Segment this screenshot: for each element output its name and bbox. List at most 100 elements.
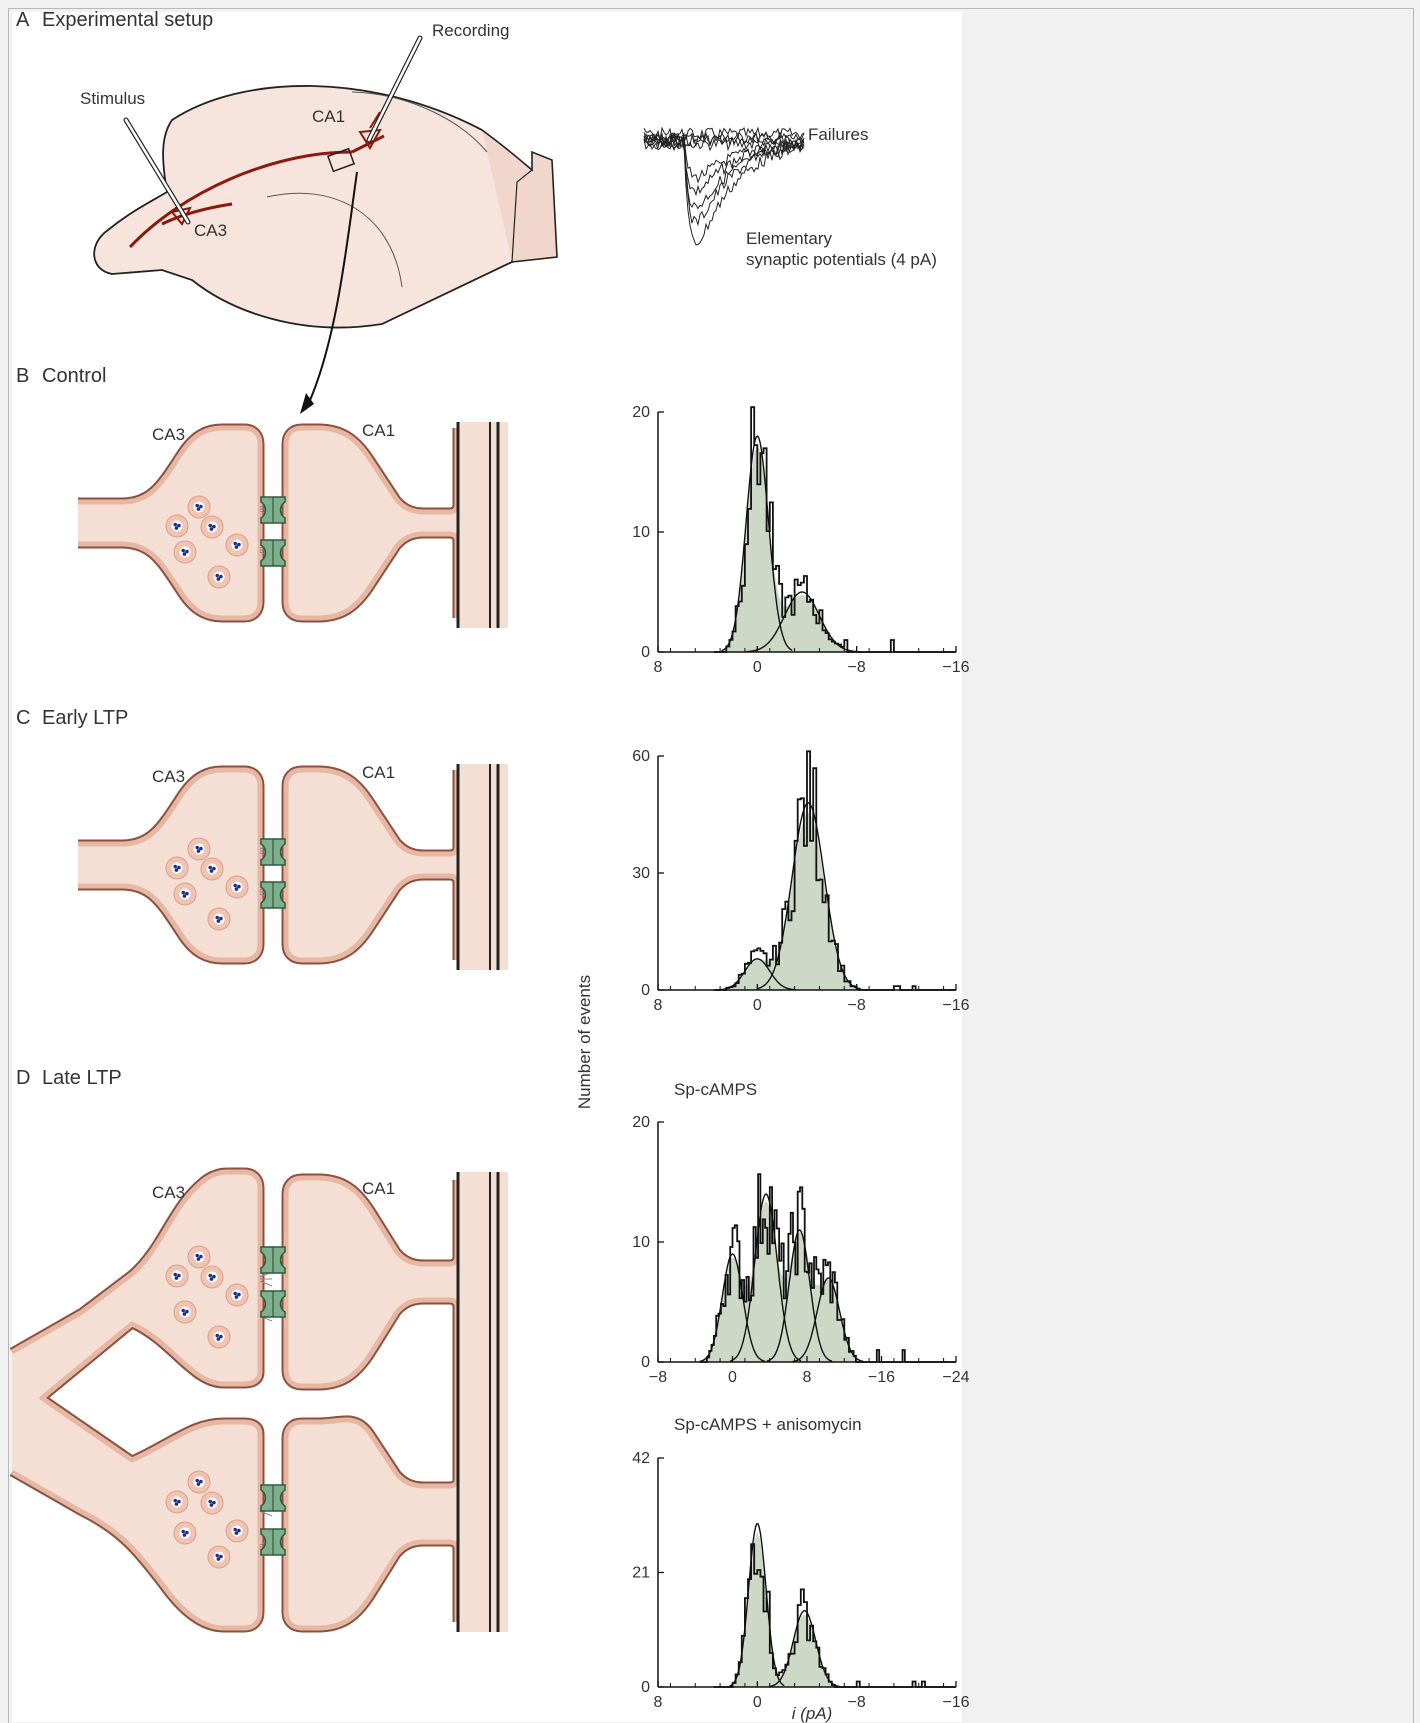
histogram-fill (713, 1531, 956, 1687)
ca1-label: CA1 (362, 763, 395, 782)
histogram-fill (699, 1201, 956, 1362)
postsynaptic-spine (281, 422, 508, 628)
x-tick-label: 0 (753, 659, 762, 676)
vesicle (207, 907, 231, 931)
panel-c-title: Early LTP (42, 707, 128, 729)
vesicle (187, 1470, 211, 1494)
ca3-label: CA3 (152, 767, 185, 786)
failures-label: Failures (808, 125, 868, 144)
epsc-traces (643, 126, 805, 246)
vesicle (225, 533, 249, 557)
gaussian-fit-curve (721, 435, 793, 652)
vesicle (225, 875, 249, 899)
stimulus-label: Stimulus (80, 89, 145, 108)
y-axis-label: Number of events (575, 975, 594, 1109)
x-tick-label: −8 (848, 659, 866, 676)
vesicle (207, 1545, 231, 1569)
panel-a: A Experimental setup Stimulus Recording … (16, 9, 937, 414)
vesicle (187, 495, 211, 519)
y-tick-label: 20 (632, 1114, 650, 1131)
x-tick-label: 0 (753, 1694, 762, 1711)
receptor-icon (260, 1528, 286, 1556)
postsynaptic-spine (281, 764, 508, 970)
panel-d: D Late LTP (9, 1067, 508, 1633)
ca1-label-slice: CA1 (312, 107, 345, 126)
histogram-title: Sp-cAMPS (674, 1080, 757, 1099)
vesicle (187, 1245, 211, 1269)
receptor-icon (260, 1246, 286, 1274)
vesicle (173, 1521, 197, 1545)
y-tick-label: 42 (632, 1450, 650, 1467)
figure-canvas: A Experimental setup Stimulus Recording … (9, 9, 970, 1723)
panel-c-letter: C (16, 707, 30, 729)
y-tick-label: 0 (641, 1354, 650, 1371)
x-tick-label: −16 (942, 659, 969, 676)
y-tick-label: 0 (641, 982, 650, 999)
panel-c: C Early LTP CA3 (16, 707, 508, 970)
y-tick-label: 20 (632, 404, 650, 421)
receptor-icon (260, 1290, 286, 1318)
x-tick-label: −8 (848, 1694, 866, 1711)
y-tick-label: 0 (641, 1679, 650, 1696)
ca1-label: CA1 (362, 1179, 395, 1198)
panel-b: B Control CA3 (16, 365, 508, 628)
synapse-late-ltp: CA3 CA1 (9, 1167, 508, 1633)
vesicle (173, 882, 197, 906)
histogram-title: Sp-cAMPS + anisomycin (674, 1415, 862, 1434)
y-tick-label: 0 (641, 644, 650, 661)
ca3-label: CA3 (152, 425, 185, 444)
histogram-fill (713, 444, 956, 652)
ca1-label: CA1 (362, 421, 395, 440)
receptor-icon (260, 881, 286, 909)
elementary-label-line1: Elementary (746, 229, 832, 248)
x-tick-label: 0 (753, 997, 762, 1014)
vesicle (207, 565, 231, 589)
panel-a-letter: A (16, 9, 30, 31)
gaussian-fit-curve (792, 1277, 864, 1363)
panel-b-letter: B (16, 365, 29, 387)
vesicle (225, 1283, 249, 1307)
gaussian-fit-curve (766, 1229, 833, 1362)
vesicle (200, 1491, 224, 1515)
zoom-arrow (306, 171, 358, 408)
vesicle (225, 1519, 249, 1543)
x-tick-label: −24 (942, 1369, 969, 1386)
elementary-label-line2: synaptic potentials (4 pA) (746, 250, 937, 269)
x-tick-label: −8 (848, 997, 866, 1014)
vesicle (165, 856, 189, 880)
panel-b-title: Control (42, 365, 106, 387)
vesicle (173, 540, 197, 564)
panel-d-title: Late LTP (42, 1067, 122, 1089)
receptor-icon (260, 1484, 286, 1512)
x-axis-label-text: i (pA) (792, 1704, 833, 1723)
y-tick-label: 10 (632, 524, 650, 541)
gaussian-fit-curve (756, 802, 860, 990)
x-tick-label: −16 (868, 1369, 895, 1386)
y-tick-label: 10 (632, 1234, 650, 1251)
y-tick-label: 60 (632, 748, 650, 765)
vesicle (165, 1490, 189, 1514)
x-axis-label: i (pA) (792, 1704, 833, 1723)
vesicle (187, 837, 211, 861)
gaussian-fit-curve (730, 1193, 802, 1362)
gaussian-fit-curve (717, 958, 796, 991)
vesicle (207, 1325, 231, 1349)
epsc-trace (643, 126, 805, 141)
x-tick-label: 8 (654, 997, 663, 1014)
hippocampus-slice (93, 35, 558, 329)
vesicle (200, 1265, 224, 1289)
panel-a-title: Experimental setup (42, 9, 213, 31)
vesicle (200, 857, 224, 881)
histogram-bars (713, 750, 956, 991)
gaussian-fit-curve (768, 1609, 840, 1688)
ca3-label: CA3 (152, 1183, 185, 1202)
x-tick-label: −8 (649, 1369, 667, 1386)
vesicle (200, 515, 224, 539)
receptor-icon (260, 496, 286, 524)
x-tick-label: 8 (654, 1694, 663, 1711)
figure-svg: A Experimental setup Stimulus Recording … (9, 9, 970, 1723)
x-tick-label: 8 (803, 1369, 812, 1386)
gaussian-fit-curve (699, 1253, 766, 1363)
